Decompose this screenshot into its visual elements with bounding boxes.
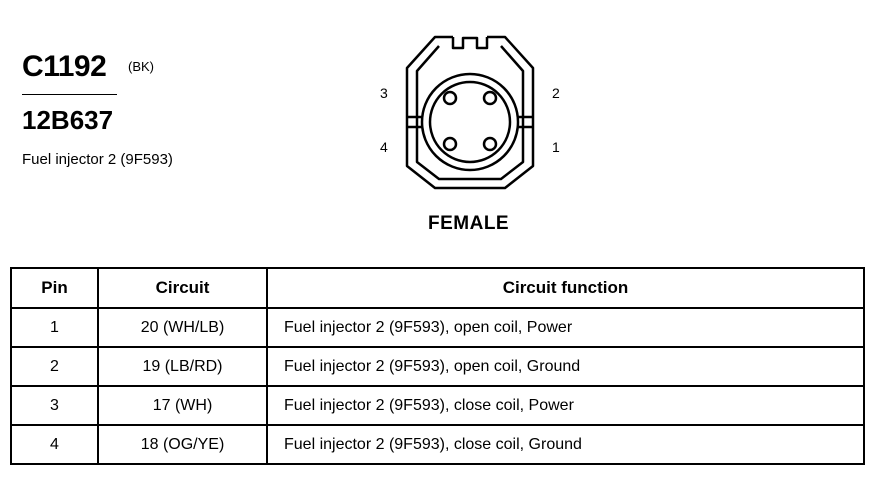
header-circuit: Circuit xyxy=(97,267,268,309)
table-row: 4 18 (OG/YE) Fuel injector 2 (9F593), cl… xyxy=(10,424,865,465)
cell-pin: 4 xyxy=(10,424,99,465)
header-divider xyxy=(22,94,117,95)
pin-label-1: 1 xyxy=(552,139,560,155)
part-number: 12B637 xyxy=(22,105,114,135)
header-circuit-function: Circuit function xyxy=(266,267,865,309)
table-row: 3 17 (WH) Fuel injector 2 (9F593), close… xyxy=(10,385,865,426)
pin-label-2: 2 xyxy=(552,85,560,101)
connector-gender-label: FEMALE xyxy=(428,213,510,234)
table-row: 1 20 (WH/LB) Fuel injector 2 (9F593), op… xyxy=(10,307,865,348)
table-header-row: Pin Circuit Circuit function xyxy=(10,267,865,309)
cell-function: Fuel injector 2 (9F593), open coil, Grou… xyxy=(266,346,865,387)
cell-circuit: 17 (WH) xyxy=(97,385,268,426)
pinout-table: Pin Circuit Circuit function 1 20 (WH/LB… xyxy=(10,267,865,465)
pin-label-3: 3 xyxy=(380,85,388,101)
pin-label-4: 4 xyxy=(380,139,388,155)
cell-function: Fuel injector 2 (9F593), close coil, Gro… xyxy=(266,424,865,465)
table-row: 2 19 (LB/RD) Fuel injector 2 (9F593), op… xyxy=(10,346,865,387)
cell-circuit: 19 (LB/RD) xyxy=(97,346,268,387)
cell-function: Fuel injector 2 (9F593), close coil, Pow… xyxy=(266,385,865,426)
cell-function: Fuel injector 2 (9F593), open coil, Powe… xyxy=(266,307,865,348)
cell-pin: 1 xyxy=(10,307,99,348)
cell-circuit: 20 (WH/LB) xyxy=(97,307,268,348)
connector-color-code: (BK) xyxy=(128,59,154,74)
cell-pin: 3 xyxy=(10,385,99,426)
cell-circuit: 18 (OG/YE) xyxy=(97,424,268,465)
header-pin: Pin xyxy=(10,267,99,309)
connector-description: Fuel injector 2 (9F593) xyxy=(22,151,173,168)
cell-pin: 2 xyxy=(10,346,99,387)
connector-face-icon xyxy=(405,35,535,190)
connector-id: C1192 xyxy=(22,50,107,83)
